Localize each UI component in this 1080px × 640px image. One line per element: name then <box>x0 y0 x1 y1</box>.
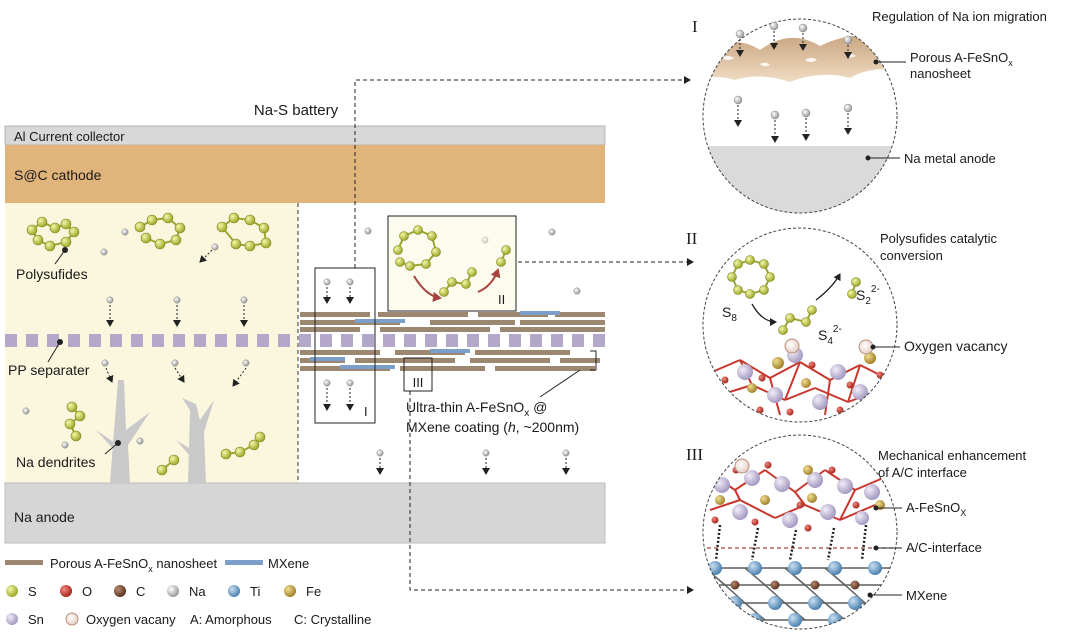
panel-two-numeral: II <box>686 229 698 248</box>
na-dendrites <box>96 380 214 483</box>
coating-layers <box>300 311 605 371</box>
ion-arrows-right <box>323 287 570 475</box>
panel-two-title-line2: conversion <box>880 248 943 263</box>
legend-ti-dot <box>228 585 240 597</box>
sc-cathode-layer <box>5 145 605 203</box>
legend-nanosheet-swatch <box>5 560 43 565</box>
oxygen-vacancy-label: Oxygen vacancy <box>904 338 1008 354</box>
battery-schematic: Na-S battery Al Current collector S@C ca… <box>4 102 606 544</box>
legend-o-label: O <box>82 584 92 599</box>
panel-one-label1: Porous A-FeSnOx <box>910 50 1013 68</box>
battery-title: Na-S battery <box>254 102 339 119</box>
legend: Porous A-FeSnOx nanosheet MXene S O C Na… <box>5 556 371 627</box>
panel-three-label1: A-FeSnOX <box>906 500 966 518</box>
panel-two: II Polysufides catalytic conversion <box>686 227 1008 423</box>
s2-label: S22- <box>856 284 880 307</box>
s4-label: S42- <box>818 324 842 347</box>
legend-na-label: Na <box>189 584 206 599</box>
box-two-label: II <box>498 292 505 307</box>
panel-one-numeral: I <box>692 17 698 36</box>
region-box-three <box>403 357 433 392</box>
dendrites-label: Na dendrites <box>16 454 95 470</box>
box-two-molecules <box>393 225 511 297</box>
legend-nanosheet-label: Porous A-FeSnOx nanosheet <box>50 556 218 574</box>
legend-ti-label: Ti <box>250 584 260 599</box>
legend-s-label: S <box>28 584 37 599</box>
panel-two-title-line1: Polysufides catalytic <box>880 231 998 246</box>
box-three-label: III <box>413 375 424 390</box>
panel-three-label2: A/C-interface <box>906 540 982 555</box>
na-ions-left <box>22 228 250 449</box>
panel-three-label3: MXene <box>906 588 947 603</box>
pp-separator <box>5 334 605 347</box>
legend-crystalline-label: C: Crystalline <box>294 612 371 627</box>
legend-na-dot <box>167 585 179 597</box>
legend-c-label: C <box>136 584 145 599</box>
panel-one-label1-line2: nanosheet <box>910 66 971 81</box>
polysulfide-molecules <box>26 212 272 476</box>
box-one-label: I <box>364 404 368 419</box>
cathode-label: S@C cathode <box>14 167 102 183</box>
panel-three-title-line1: Mechanical enhancement <box>878 448 1027 463</box>
coating-label-line1: Ultra-thin A-FeSnOx @ <box>406 399 547 419</box>
panel-one-title: Regulation of Na ion migration <box>872 9 1047 24</box>
separator-label: PP separater <box>8 362 90 378</box>
connector-lines <box>354 76 694 594</box>
legend-fe-dot <box>284 585 296 597</box>
legend-sn-dot <box>6 613 18 625</box>
coating-label-line2: MXene coating (h, ~200nm) <box>406 419 579 435</box>
region-box-one <box>314 267 376 424</box>
s8-label: S8 <box>722 304 737 324</box>
legend-amorphous-label: A: Amorphous <box>190 612 272 627</box>
panel-three-title-line2: of A/C interface <box>878 465 967 480</box>
legend-mxene-swatch <box>225 560 263 565</box>
ion-arrows-left <box>105 249 248 387</box>
legend-mxene-label: MXene <box>268 556 309 571</box>
legend-o-dot <box>60 585 72 597</box>
panel-one: I Regulation of Na ion migration Porous … <box>692 9 1047 214</box>
panel-one-label2: Na metal anode <box>904 151 996 166</box>
anode-label: Na anode <box>14 509 75 525</box>
legend-vacancy-dot <box>65 612 79 626</box>
legend-sn-label: Sn <box>28 612 44 627</box>
panel-three: III Mechanical enhancement of A/C interf… <box>686 434 1027 630</box>
legend-vacancy-label: Oxygen vacany <box>86 612 176 627</box>
legend-s-dot <box>6 585 18 597</box>
panel-three-numeral: III <box>686 445 703 464</box>
al-collector-label: Al Current collector <box>14 129 125 144</box>
legend-fe-label: Fe <box>306 584 321 599</box>
na-anode-layer <box>4 482 606 544</box>
polysulfides-label: Polysufides <box>16 266 88 282</box>
legend-c-dot <box>114 585 126 597</box>
